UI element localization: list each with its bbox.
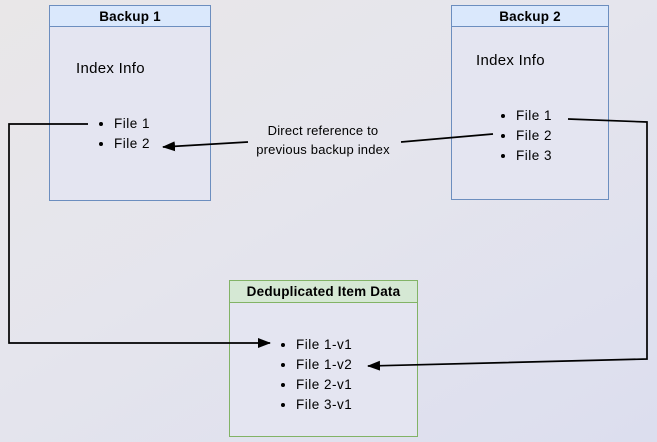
backup2-file-2: File 2	[516, 126, 552, 146]
backup2-file-1: File 1	[516, 106, 552, 126]
backup2-file-list: File 1 File 2 File 3	[496, 106, 552, 166]
backup2-index-info-label: Index Info	[476, 52, 545, 69]
backup1-header: Backup 1	[50, 6, 210, 27]
backup2-file-3: File 3	[516, 146, 552, 166]
backup2-box: Backup 2 Index Info File 1 File 2 File 3	[451, 5, 609, 200]
backup1-index-info-label: Index Info	[76, 60, 145, 77]
backup1-file-2: File 2	[114, 134, 150, 154]
backup1-file-list: File 1 File 2	[94, 114, 150, 154]
dedup-file-2v1: File 2-v1	[296, 375, 352, 395]
dedup-file-list: File 1-v1 File 1-v2 File 2-v1 File 3-v1	[276, 335, 352, 415]
backup1-box: Backup 1 Index Info File 1 File 2	[49, 5, 211, 201]
dedup-file-1v2: File 1-v2	[296, 355, 352, 375]
backup1-file-1: File 1	[114, 114, 150, 134]
dedup-file-1v1: File 1-v1	[296, 335, 352, 355]
direct-reference-annotation: Direct reference to previous backup inde…	[235, 122, 411, 159]
dedup-store-box: Deduplicated Item Data File 1-v1 File 1-…	[229, 280, 418, 437]
annotation-line-2: previous backup index	[256, 141, 390, 157]
annotation-line-1: Direct reference to	[267, 123, 379, 138]
backup2-header: Backup 2	[452, 6, 608, 27]
dedup-store-header: Deduplicated Item Data	[230, 281, 417, 303]
dedup-file-3v1: File 3-v1	[296, 395, 352, 415]
